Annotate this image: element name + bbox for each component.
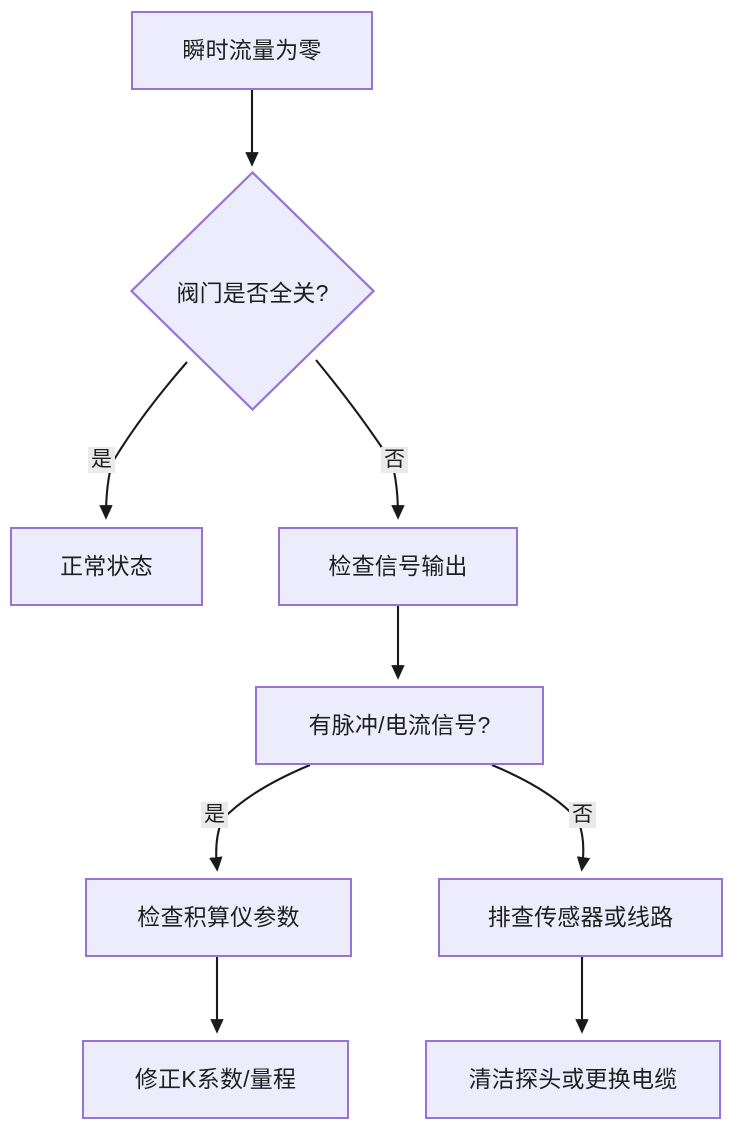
edge-label-no-signal: 否 <box>569 802 596 829</box>
diamond-shape <box>130 171 375 411</box>
node-correct-k-factor-or-range[interactable]: 修正K系数/量程 <box>82 1040 349 1119</box>
node-label: 有脉冲/电流信号? <box>308 711 491 738</box>
node-label: 瞬时流量为零 <box>182 36 322 63</box>
node-check-totalizer-parameters[interactable]: 检查积算仪参数 <box>85 878 352 957</box>
node-label: 检查信号输出 <box>328 552 468 579</box>
node-label: 检查积算仪参数 <box>137 903 300 930</box>
node-label: 阀门是否全关? <box>176 280 329 306</box>
edge-label-yes-signal: 是 <box>201 802 228 829</box>
node-label: 清洁探头或更换电缆 <box>468 1065 678 1092</box>
node-instant-flow-zero[interactable]: 瞬时流量为零 <box>131 11 373 90</box>
node-clean-probe-or-replace-cable[interactable]: 清洁探头或更换电缆 <box>425 1040 721 1119</box>
edge-label-no-valve: 否 <box>381 447 408 474</box>
node-inspect-sensor-or-wiring[interactable]: 排查传感器或线路 <box>438 878 723 957</box>
node-check-signal-output[interactable]: 检查信号输出 <box>278 527 518 606</box>
node-label: 修正K系数/量程 <box>134 1065 297 1092</box>
node-label: 排查传感器或线路 <box>487 903 674 930</box>
node-normal-state[interactable]: 正常状态 <box>10 527 203 606</box>
node-label: 正常状态 <box>60 552 153 579</box>
edge-n5-n6 <box>209 764 311 872</box>
edge-label-yes-valve: 是 <box>88 447 115 474</box>
node-has-pulse-or-current-signal-decision[interactable]: 有脉冲/电流信号? <box>255 686 544 765</box>
node-valve-fully-closed-decision[interactable]: 阀门是否全关? <box>130 171 375 411</box>
